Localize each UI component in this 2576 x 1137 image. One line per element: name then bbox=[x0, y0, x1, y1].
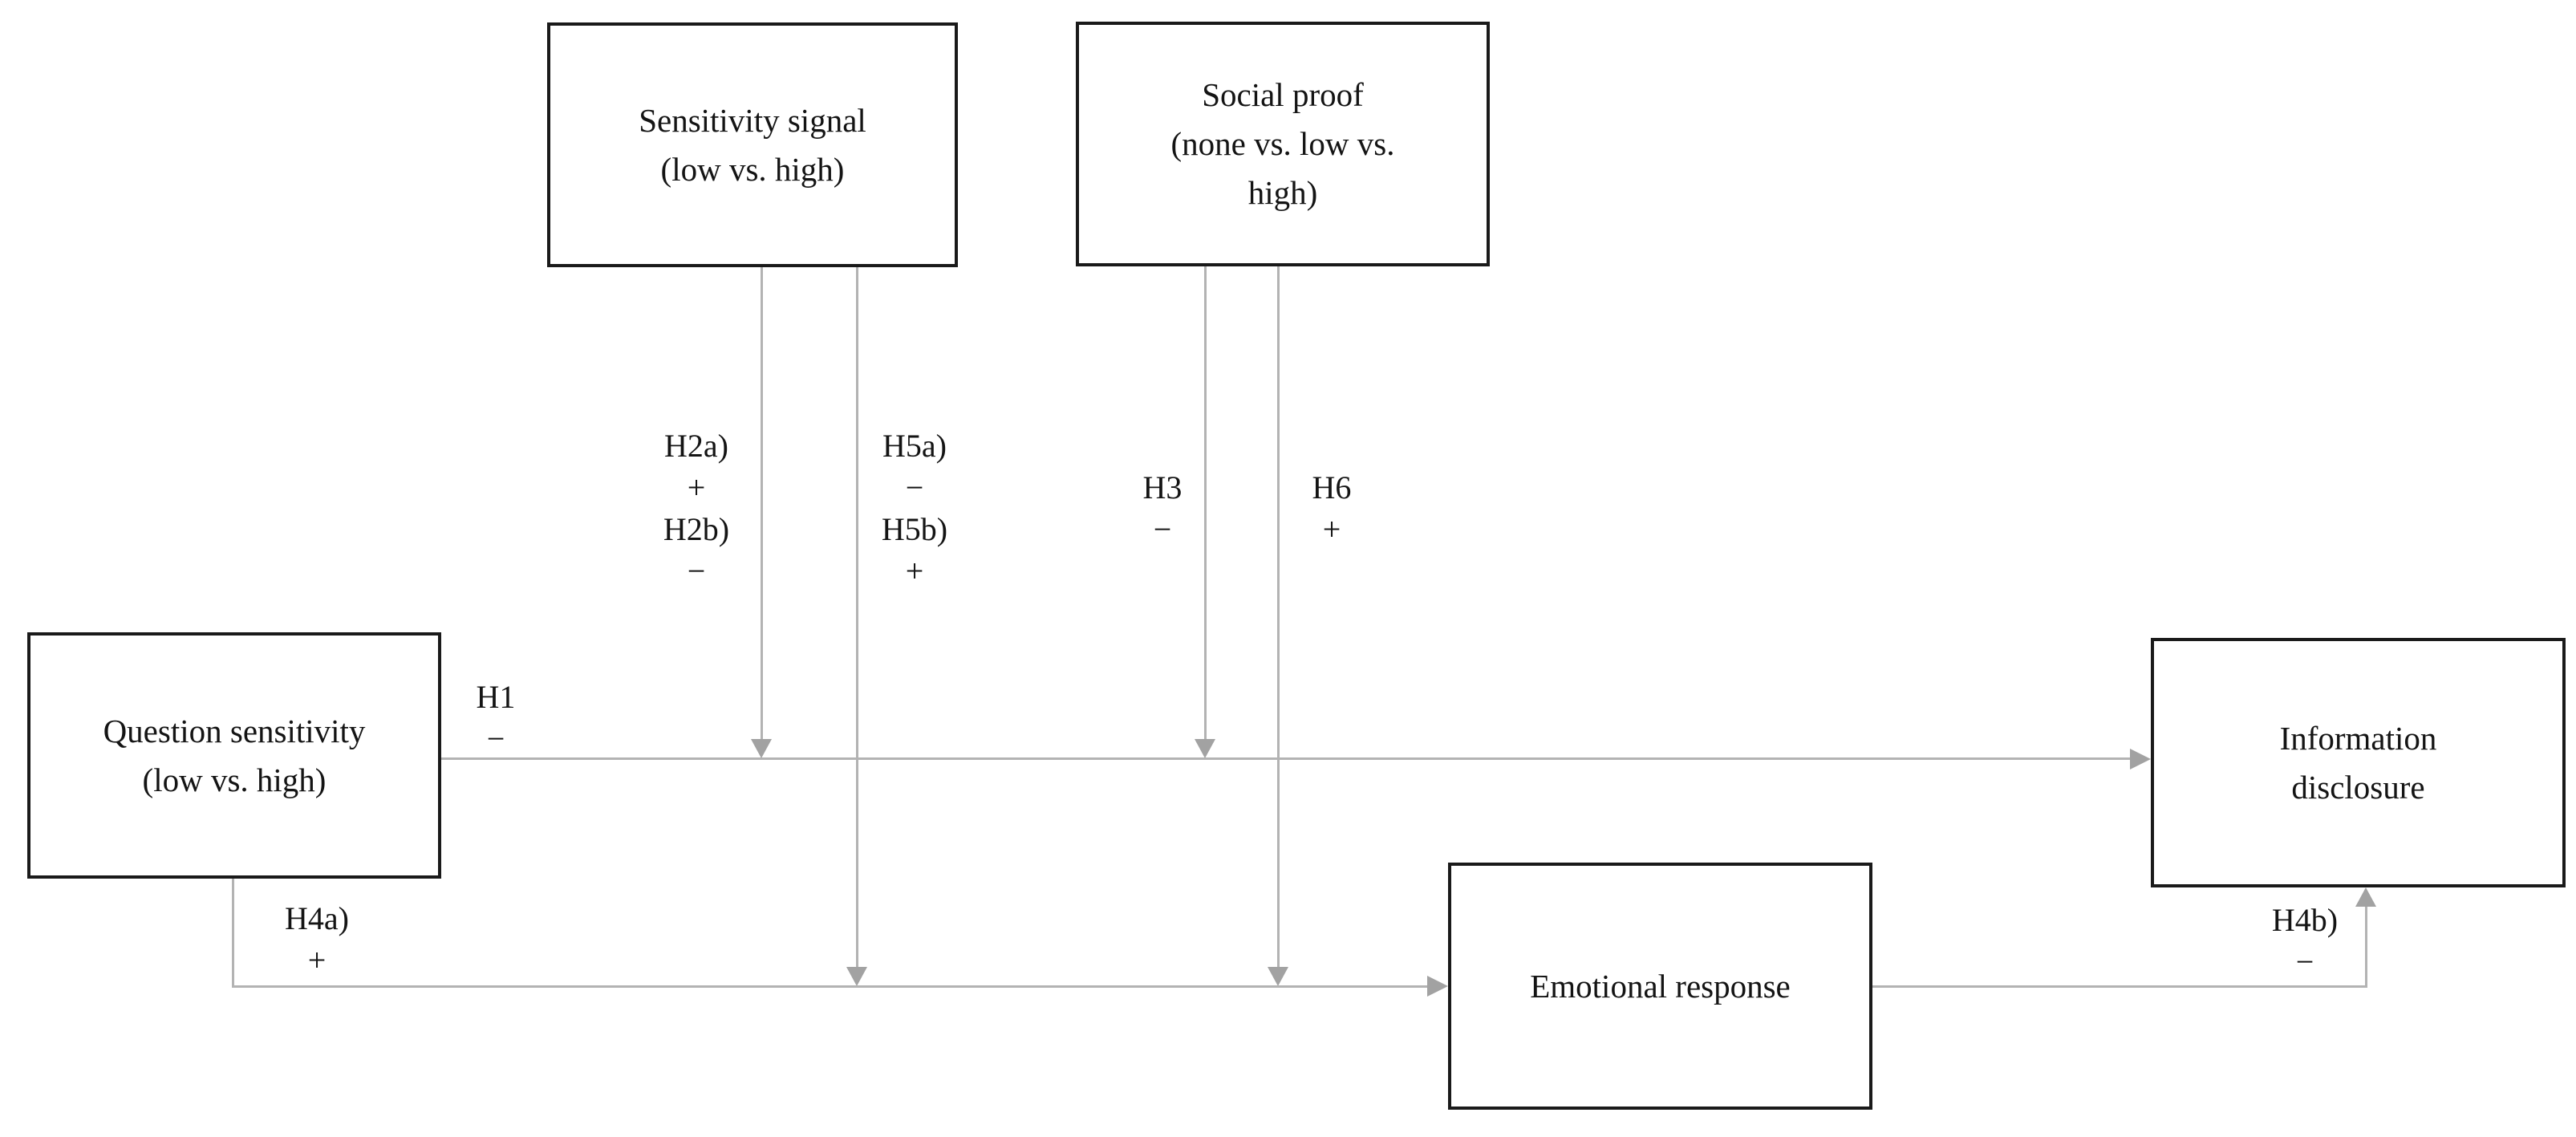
h4b-sign: − bbox=[2295, 944, 2314, 980]
information-disclosure-box: Information disclosure bbox=[2151, 638, 2566, 887]
h2-hypothesis-label: H2a) + H2b) − bbox=[632, 425, 761, 592]
h1-sign: − bbox=[486, 721, 505, 757]
h1-id: H1 bbox=[476, 679, 516, 715]
h4b-hypothesis-label: H4b) − bbox=[2241, 899, 2369, 983]
emotional-response-box: Emotional response bbox=[1448, 863, 1872, 1110]
h4a-question-to-emotional-line-horizontal bbox=[232, 985, 1429, 988]
h2-arrowhead-icon bbox=[751, 739, 772, 758]
social-proof-label: Social proof bbox=[1202, 76, 1364, 113]
h2b-id: H2b) bbox=[663, 511, 730, 547]
h3-id: H3 bbox=[1142, 469, 1183, 506]
h4b-emotional-to-disclosure-line-horizontal bbox=[1872, 985, 2367, 988]
h6-id: H6 bbox=[1312, 469, 1352, 506]
h6-arrowhead-icon bbox=[1268, 967, 1288, 986]
question-sensitivity-label: Question sensitivity bbox=[103, 712, 366, 749]
h4b-emotional-to-disclosure-line-vertical bbox=[2365, 905, 2367, 988]
h5-arrowhead-icon bbox=[846, 967, 867, 986]
h2a-id: H2a) bbox=[664, 428, 728, 464]
sensitivity-signal-box: Sensitivity signal (low vs. high) bbox=[547, 22, 958, 267]
social-proof-levels-line1: (none vs. low vs. bbox=[1170, 125, 1395, 162]
h2a-sign: + bbox=[687, 469, 706, 506]
h5a-sign: − bbox=[905, 469, 924, 506]
h3-arrowhead-icon bbox=[1195, 739, 1215, 758]
question-sensitivity-box: Question sensitivity (low vs. high) bbox=[27, 632, 441, 879]
h6-sign: + bbox=[1322, 511, 1341, 547]
information-disclosure-label-line2: disclosure bbox=[2291, 768, 2425, 806]
h4a-arrowhead-icon bbox=[1427, 976, 1448, 997]
h5a-id: H5a) bbox=[882, 428, 947, 464]
h6-social-proof-moderation-line bbox=[1277, 266, 1280, 968]
h1-arrowhead-icon bbox=[2130, 749, 2151, 770]
h5b-id: H5b) bbox=[881, 511, 948, 547]
h4a-hypothesis-label: H4a) + bbox=[253, 898, 381, 981]
sensitivity-signal-levels: (low vs. high) bbox=[660, 150, 845, 188]
social-proof-levels-line2: high) bbox=[1247, 174, 1318, 211]
sensitivity-signal-label: Sensitivity signal bbox=[639, 101, 866, 139]
h5-sensitivity-signal-moderation-line bbox=[856, 267, 858, 968]
h1-question-to-disclosure-line bbox=[441, 757, 2132, 760]
h4b-arrowhead-icon bbox=[2355, 887, 2376, 907]
h4a-sign: + bbox=[307, 942, 327, 978]
information-disclosure-label-line1: Information bbox=[2279, 719, 2437, 757]
h2b-sign: − bbox=[687, 553, 706, 589]
h3-hypothesis-label: H3 − bbox=[1098, 467, 1227, 550]
h2-sensitivity-signal-moderation-line bbox=[761, 267, 763, 741]
h5-hypothesis-label: H5a) − H5b) + bbox=[850, 425, 979, 592]
h1-hypothesis-label: H1 − bbox=[432, 676, 560, 760]
question-sensitivity-levels: (low vs. high) bbox=[142, 761, 327, 798]
h3-social-proof-moderation-line bbox=[1204, 266, 1207, 741]
emotional-response-label: Emotional response bbox=[1530, 967, 1791, 1005]
h5b-sign: + bbox=[905, 553, 924, 589]
h6-hypothesis-label: H6 + bbox=[1268, 467, 1396, 550]
h3-sign: − bbox=[1153, 511, 1172, 547]
social-proof-box: Social proof (none vs. low vs. high) bbox=[1076, 22, 1490, 266]
h4b-id: H4b) bbox=[2271, 902, 2339, 938]
h4a-question-to-emotional-line-vertical bbox=[232, 879, 234, 988]
h4a-id: H4a) bbox=[285, 900, 349, 936]
